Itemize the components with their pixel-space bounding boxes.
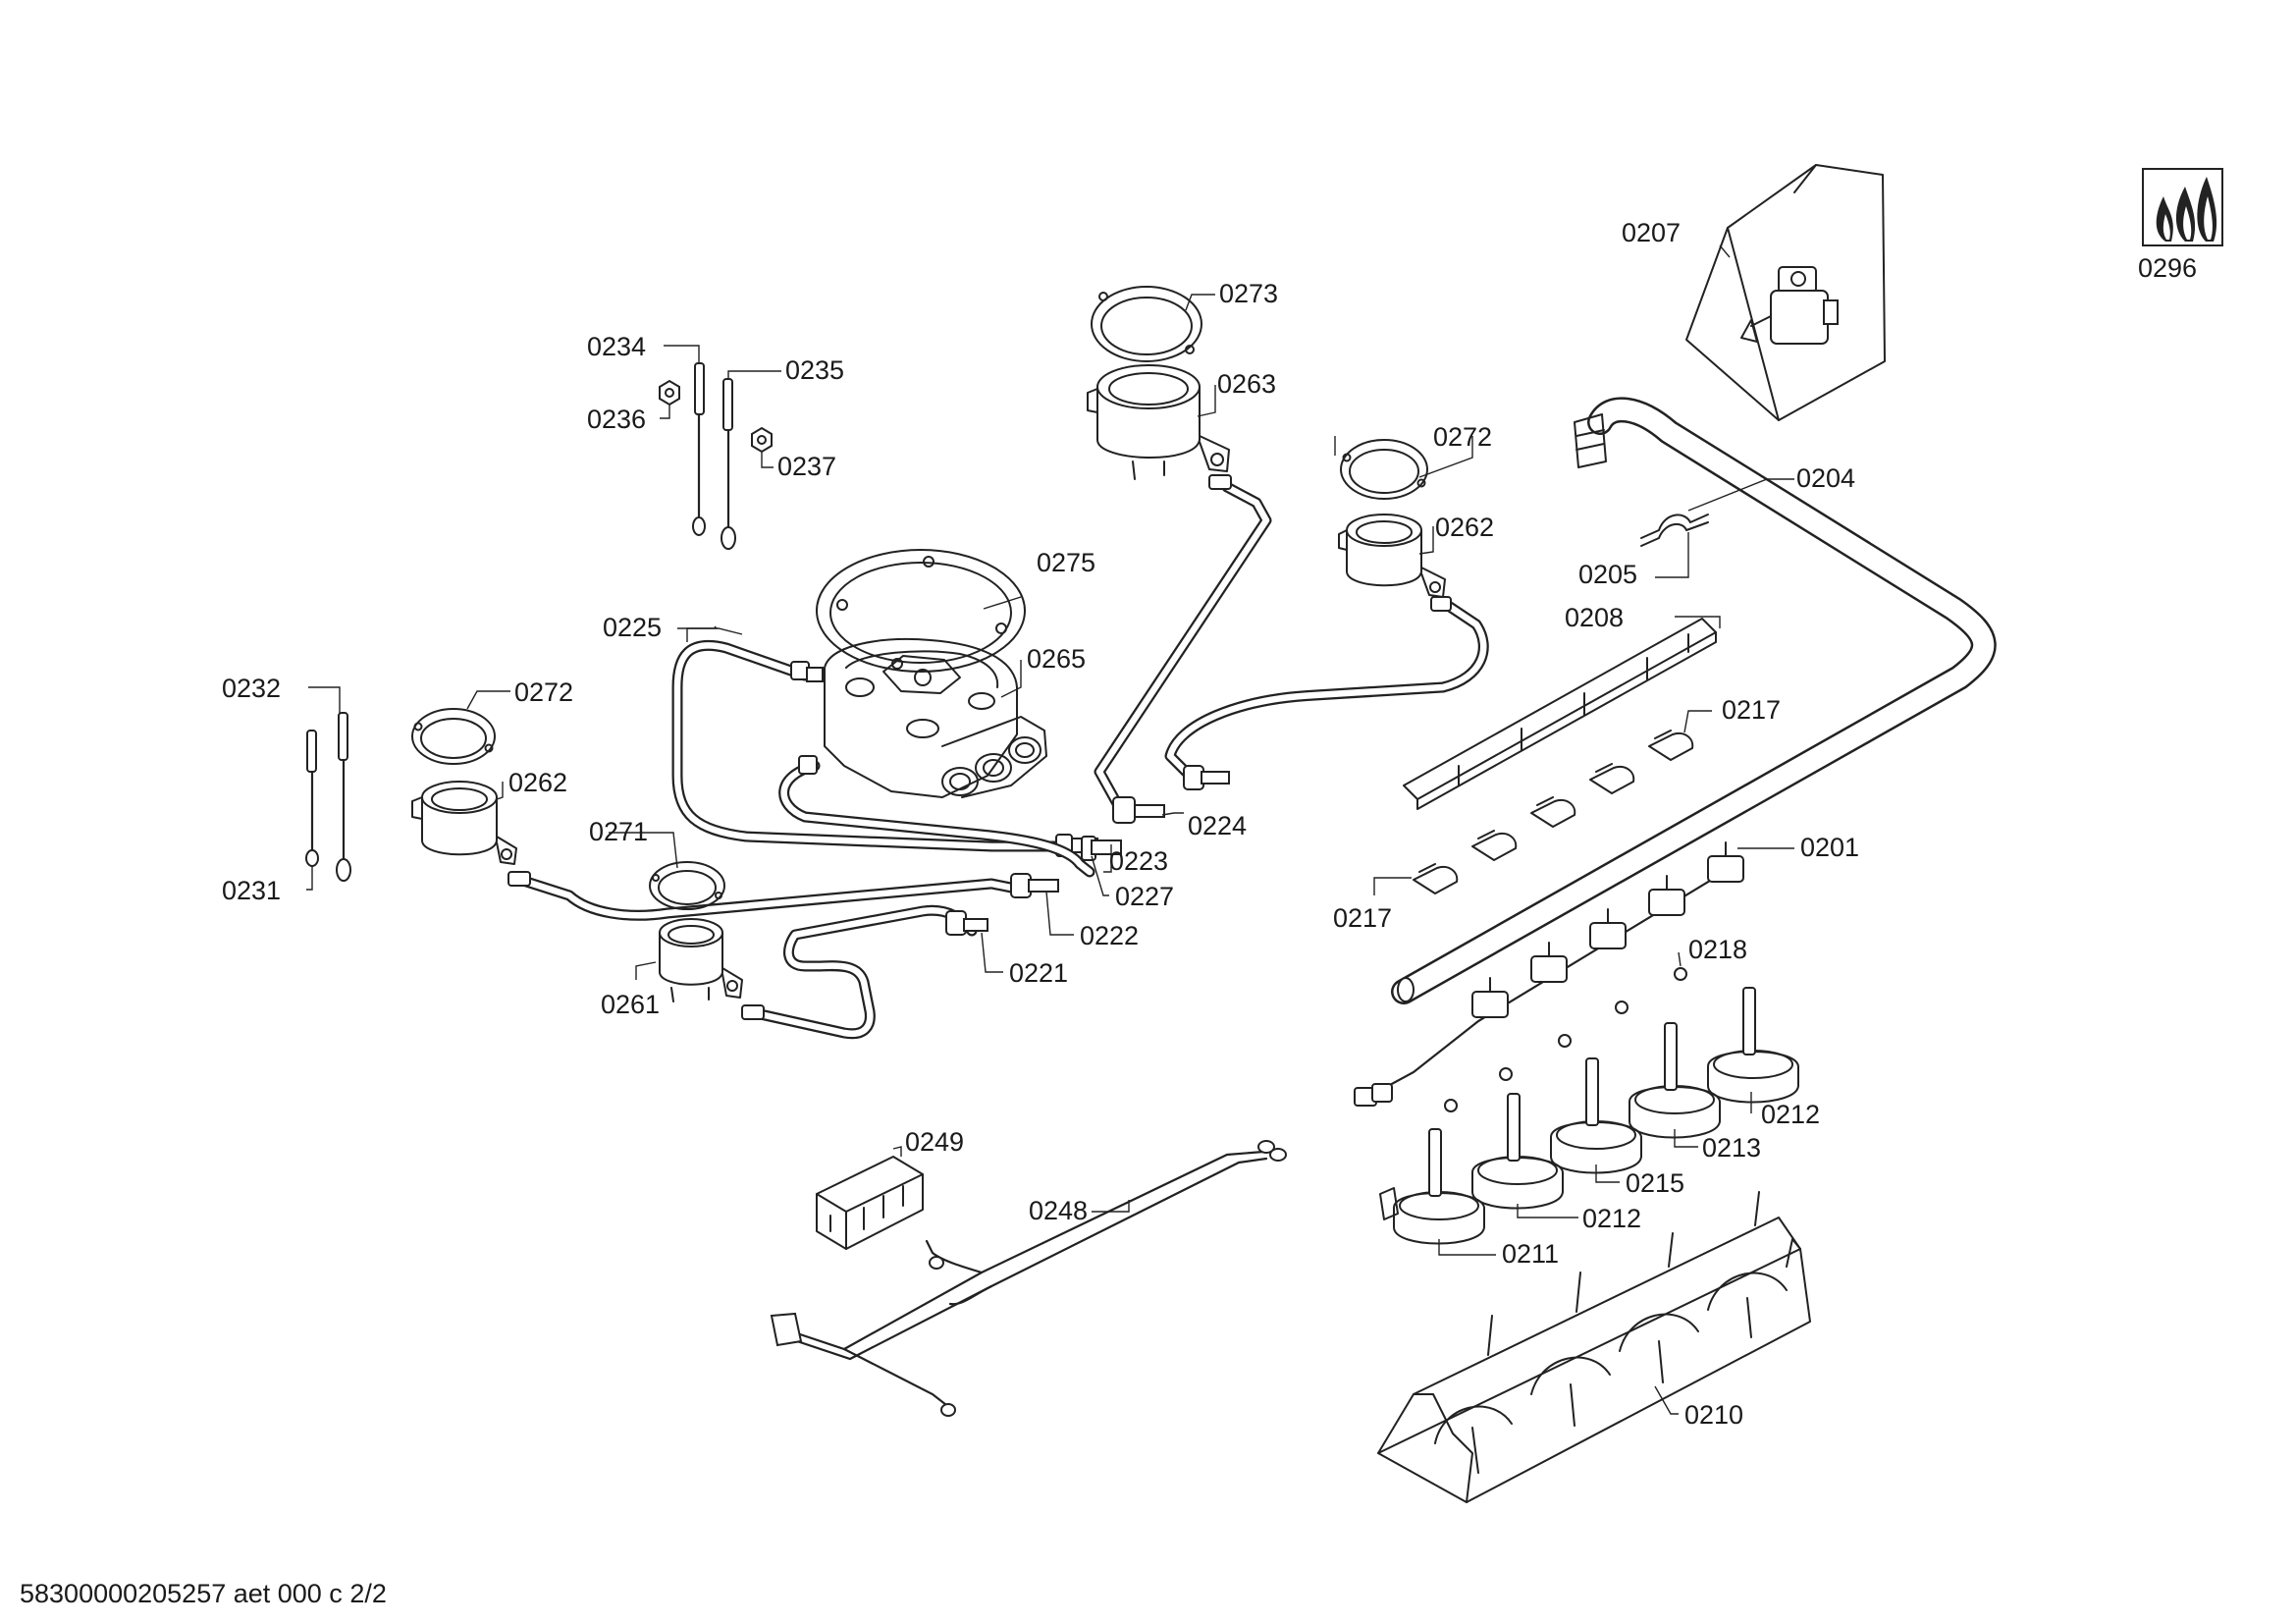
- part-0227-gas-pipe: [778, 755, 1122, 878]
- part-0262-burner-cup-upper: [1338, 514, 1446, 598]
- part-0217-burner-clips: [1413, 730, 1694, 894]
- label-0218: 0218: [1688, 935, 1747, 964]
- label-0262-left: 0262: [508, 768, 567, 797]
- part-0213-gas-tap: [1629, 1022, 1721, 1139]
- label-0223: 0223: [1109, 846, 1168, 876]
- label-0207: 0207: [1622, 218, 1681, 247]
- part-0223-gas-pipe: [1094, 474, 1272, 824]
- label-0204: 0204: [1796, 463, 1855, 493]
- part-0215-gas-tap: [1550, 1057, 1642, 1174]
- label-0248: 0248: [1029, 1196, 1088, 1225]
- part-gas-taps-row: [1379, 987, 1799, 1245]
- label-0208: 0208: [1565, 603, 1624, 632]
- part-0205-pipe-clip: [1640, 514, 1709, 547]
- part-0232-thermocouple: [336, 712, 351, 882]
- part-0210-tap-bracket: [1377, 1191, 1811, 1503]
- label-0211: 0211: [1502, 1239, 1559, 1269]
- label-0227: 0227: [1115, 882, 1174, 911]
- part-drawings: [305, 164, 2223, 1503]
- part-0236-nut: [659, 379, 680, 406]
- label-0224: 0224: [1188, 811, 1247, 840]
- part-0265-triple-burner-body: [824, 638, 1047, 798]
- part-0235-thermocouple: [721, 378, 736, 550]
- part-0272-gasket-upper: [1340, 439, 1428, 500]
- part-0218-nuts: [1444, 967, 1687, 1112]
- label-0217-left: 0217: [1333, 903, 1392, 933]
- label-0249: 0249: [905, 1127, 964, 1157]
- part-0207-gas-valve-kit: [1685, 164, 1886, 421]
- label-0271: 0271: [589, 817, 648, 846]
- part-0263-burner-cup: [1087, 364, 1230, 480]
- part-0211-gas-tap: [1379, 1128, 1485, 1245]
- label-0263: 0263: [1217, 369, 1276, 399]
- part-0234-ignition-electrode: [692, 362, 706, 536]
- label-0212-right: 0212: [1761, 1100, 1820, 1129]
- label-0222: 0222: [1080, 921, 1139, 950]
- part-0212-gas-tap: [1471, 1093, 1564, 1210]
- part-0212-gas-tap-right: [1707, 987, 1799, 1104]
- label-0231: 0231: [222, 876, 281, 905]
- leader-lines: [306, 244, 1794, 1415]
- label-0262-upper: 0262: [1435, 513, 1494, 542]
- part-0272-gasket-left: [411, 708, 496, 765]
- part-0224-gas-pipe: [1164, 596, 1489, 790]
- label-0273: 0273: [1219, 279, 1278, 308]
- label-0217-right: 0217: [1722, 695, 1781, 725]
- part-0262-burner-cup-left: [411, 781, 517, 865]
- label-0232: 0232: [222, 674, 281, 703]
- part-0204-main-gas-pipe: [1391, 397, 1997, 1004]
- label-0236: 0236: [587, 405, 646, 434]
- part-0261-burner-cup-small: [659, 918, 743, 1002]
- label-0235: 0235: [785, 355, 844, 385]
- label-0234: 0234: [587, 332, 646, 361]
- label-0225: 0225: [603, 613, 662, 642]
- label-0272-left: 0272: [514, 677, 573, 707]
- label-0212-left: 0212: [1582, 1204, 1641, 1233]
- label-0296: 0296: [2138, 253, 2197, 283]
- label-0210: 0210: [1684, 1400, 1743, 1430]
- part-labels: 0296 0207 0273 0263 0272 0262 0204 0205 …: [222, 218, 2197, 1430]
- part-0201-ignition-switch-rail: [1354, 841, 1744, 1107]
- part-0231-ignition-electrode: [305, 730, 319, 867]
- part-0221-gas-pipe: [741, 904, 988, 1040]
- part-0248-wiring-harness: [770, 1140, 1287, 1417]
- part-0273-gasket: [1091, 286, 1202, 362]
- gas-flames-icon: [2142, 168, 2223, 246]
- label-0237: 0237: [777, 452, 836, 481]
- footer-document-code: 58300000205257 aet 000 c 2/2: [20, 1579, 387, 1608]
- part-0222-gas-pipe: [507, 871, 1059, 921]
- part-0249-ignition-module: [816, 1156, 924, 1250]
- label-0265: 0265: [1027, 644, 1086, 674]
- label-0275: 0275: [1037, 548, 1095, 577]
- label-0205: 0205: [1578, 560, 1637, 589]
- label-0261: 0261: [601, 990, 660, 1019]
- part-0237-nut: [751, 426, 773, 454]
- part-0275-burner-gasket: [816, 549, 1026, 673]
- part-0271-gasket: [649, 861, 725, 910]
- label-0272-upper: 0272: [1433, 422, 1492, 452]
- label-0221: 0221: [1009, 958, 1068, 988]
- label-0215: 0215: [1626, 1168, 1684, 1198]
- part-0208-burner-rail: [1403, 618, 1717, 810]
- label-0201: 0201: [1800, 833, 1859, 862]
- label-0213: 0213: [1702, 1133, 1761, 1163]
